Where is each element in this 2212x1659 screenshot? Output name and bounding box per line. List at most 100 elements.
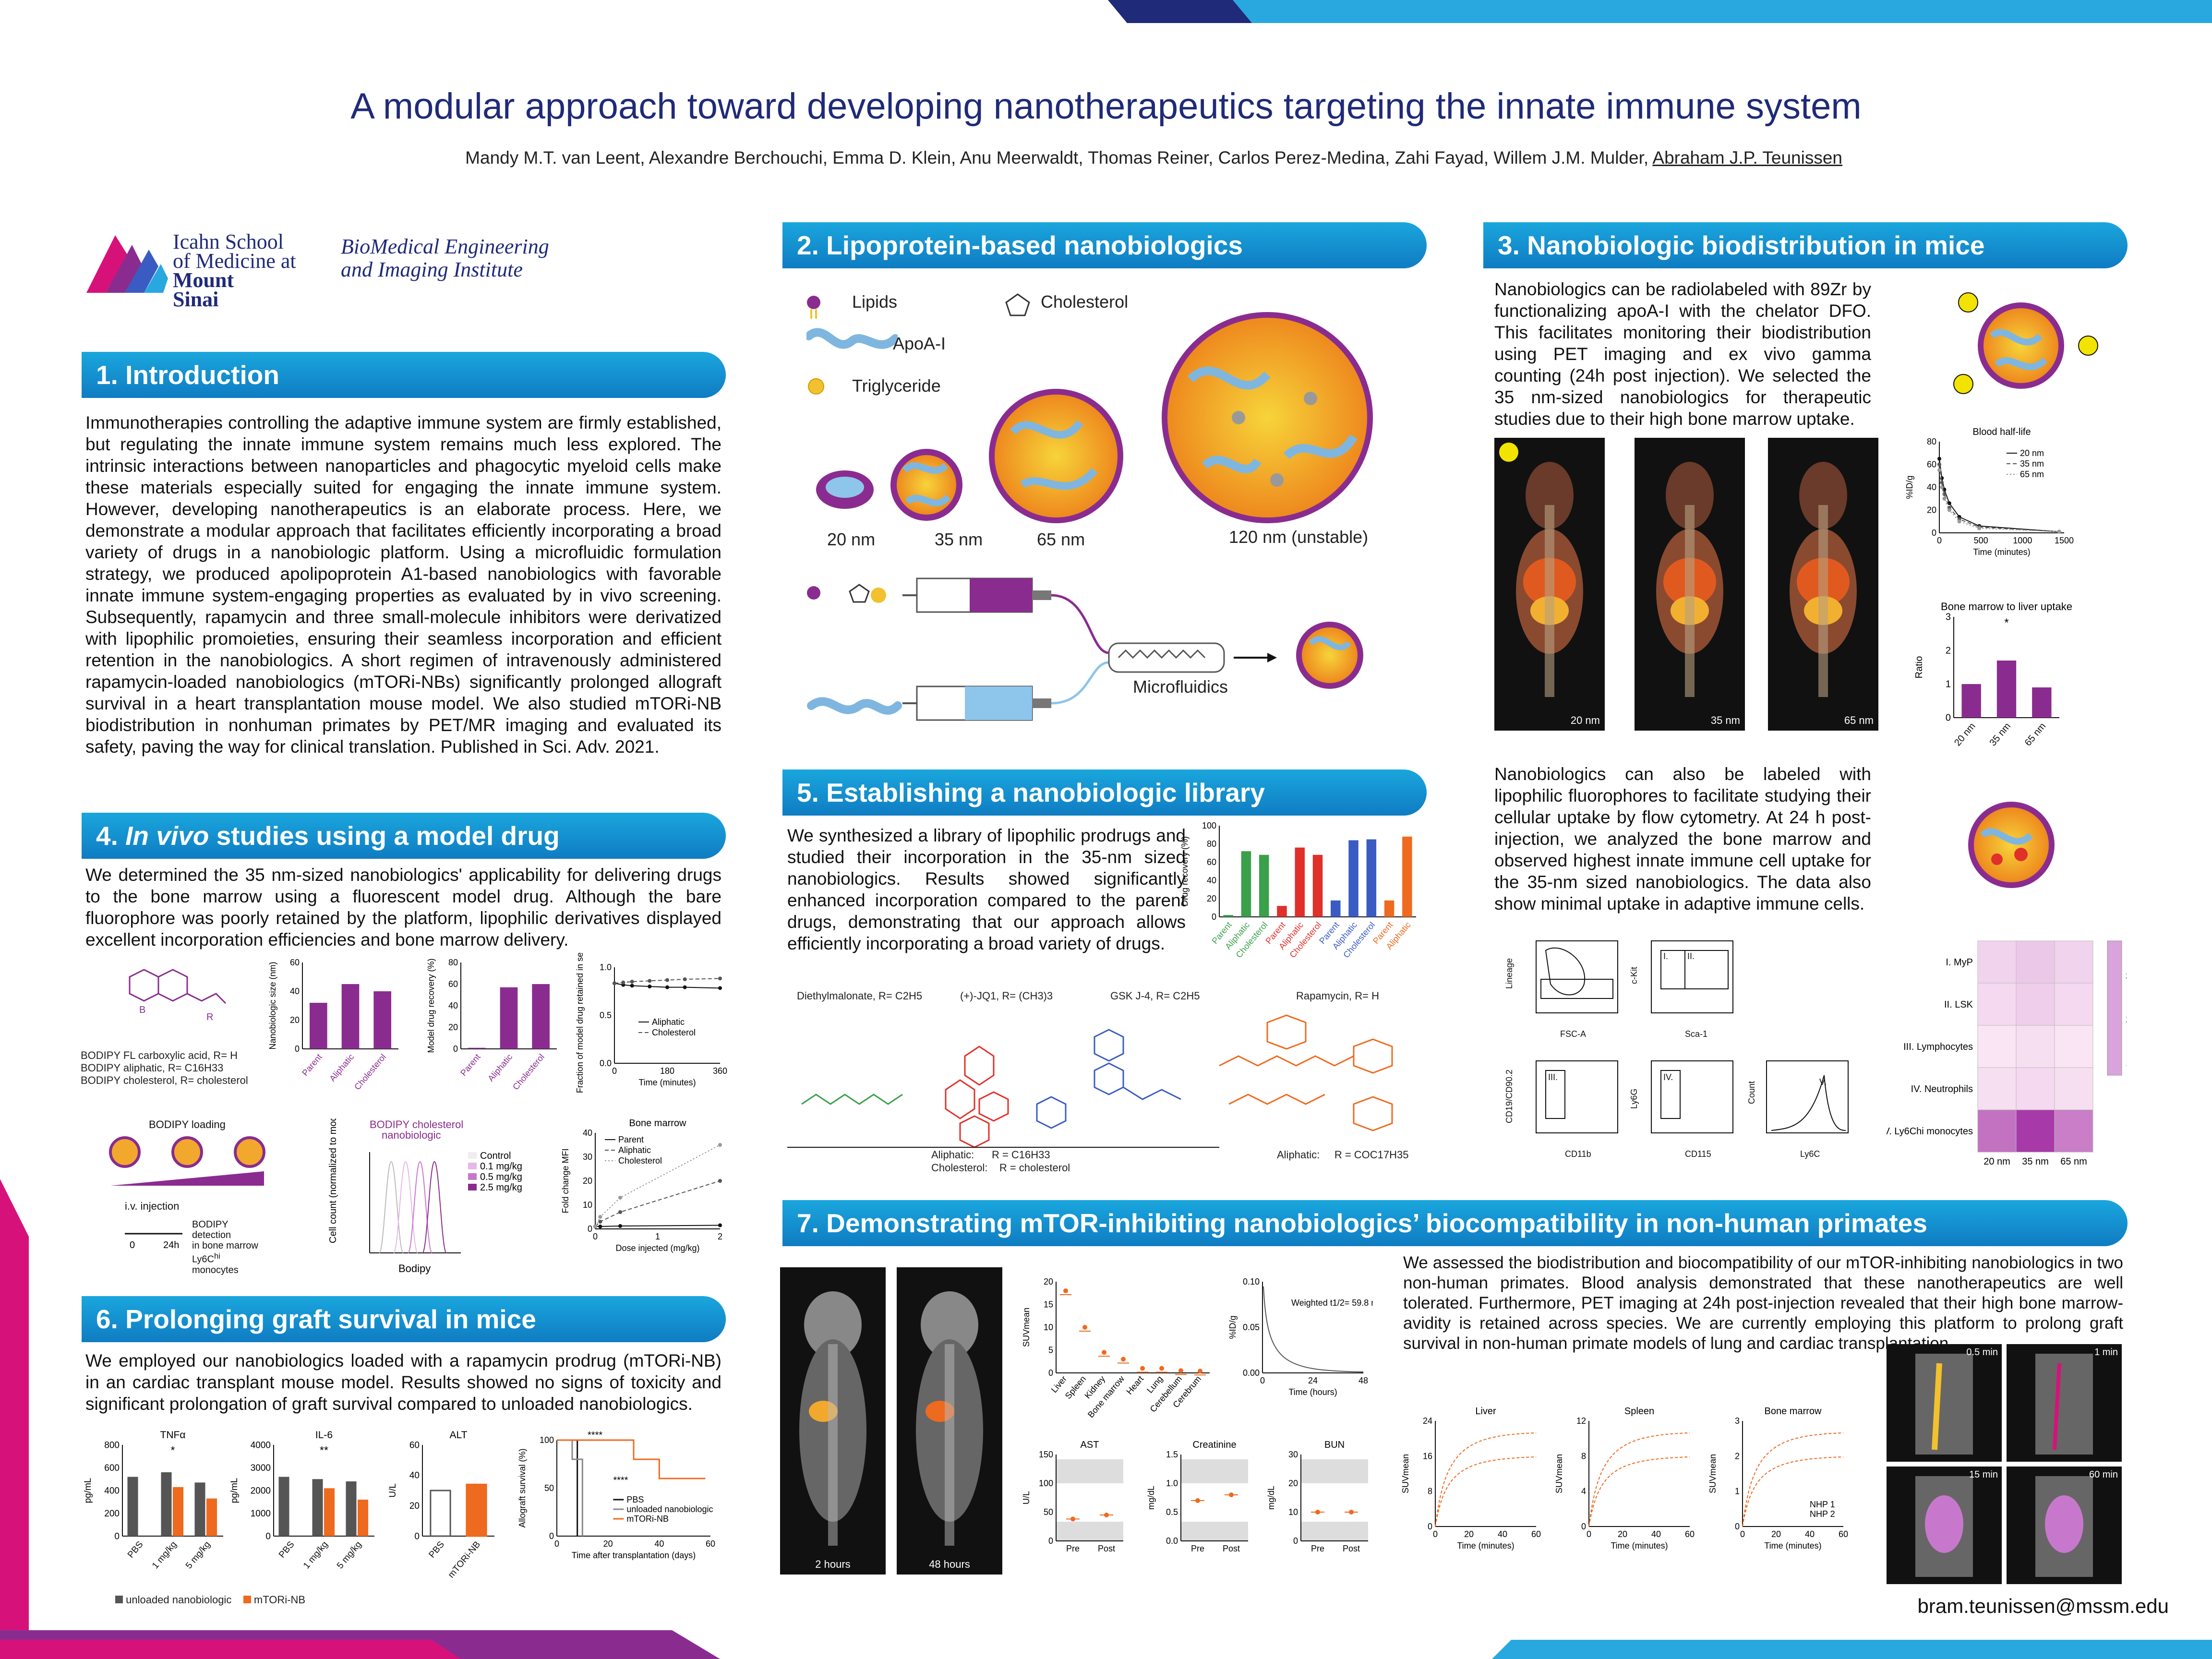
legend-label: mTORi-NB (626, 1514, 669, 1524)
y-tick-label: 8 (1428, 1487, 1432, 1496)
svg-text:B: B (139, 1005, 145, 1015)
heatmap-cell (1977, 1067, 2017, 1110)
y-tick-label: 80 (1927, 437, 1936, 446)
bar (161, 1472, 172, 1536)
section-7-banner: 7. Demonstrating mTOR-inhibiting nanobio… (782, 1200, 2128, 1246)
svg-text:24h: 24h (163, 1240, 179, 1250)
logo-line-2: of Medicine at (173, 249, 296, 273)
y-tick-label: 15 (1044, 1300, 1053, 1310)
y-tick-label: 12 (1576, 1416, 1586, 1426)
rapamycin-aliphatic: Aliphatic: R = COC17H35 (1277, 1149, 1409, 1161)
svg-text:R: R (206, 1012, 213, 1022)
x-tick-label: PBS (277, 1539, 297, 1560)
bar (358, 1500, 369, 1536)
radiation-icon (1953, 292, 2098, 394)
y-tick-label: 2000 (251, 1486, 271, 1496)
significance-marker: **** (588, 1430, 602, 1441)
bar (1996, 661, 2017, 718)
y-axis-label: %ID/g (1229, 1315, 1238, 1339)
x-tick-label: Post (1098, 1544, 1115, 1553)
y-tick-label: 0.05 (1243, 1322, 1260, 1332)
x-tick-label: 40 (1498, 1529, 1507, 1539)
nhp1-curve (1588, 1432, 1690, 1527)
y-tick-label: 20 (290, 1015, 300, 1025)
bar (1223, 915, 1233, 917)
svg-text:Sca-1: Sca-1 (1685, 1029, 1707, 1039)
bodipy-histogram: BODIPY cholesterol nanobiologic Bodipy C… (328, 1118, 522, 1274)
y-tick-label: 40 (290, 986, 300, 996)
data-point (1063, 1288, 1068, 1293)
nhp-label-2h: 2 hours (815, 1558, 851, 1570)
legend-label: PBS (626, 1495, 644, 1504)
pet-mouse-65nm: 65 nm (1768, 438, 1878, 731)
x-tick-label: Aliphatic (327, 1052, 356, 1083)
y-tick-label: 0 (265, 1531, 271, 1541)
y-axis-label: Drug recovery (%) (1181, 836, 1190, 906)
microfluidics-label: Microfluidics (1133, 677, 1228, 697)
cholesterol-icon (1005, 293, 1030, 316)
x-tick-label: 180 (660, 1066, 674, 1076)
heatmap-cell (2054, 983, 2093, 1026)
y-tick-label: 0 (453, 1044, 458, 1054)
nhp2-curve (1435, 1456, 1537, 1527)
svg-text:nanobiologic: nanobiologic (382, 1129, 441, 1141)
y-tick-label: 0.5 (600, 1010, 612, 1020)
y-axis-label: Fold change MFI (562, 1148, 570, 1213)
heatmap-cell (2016, 983, 2055, 1026)
section-3-body-2: Nanobiologics can also be labeled with l… (1494, 764, 1871, 914)
y-axis-label: SUVmean (1555, 1454, 1564, 1493)
y-tick-label: 100 (1202, 821, 1216, 830)
svg-text:Ly6G: Ly6G (1629, 1089, 1639, 1109)
corner-decoration-top (1108, 0, 2212, 23)
microfluidics-schematic (807, 577, 1363, 721)
pet-label-65: 65 nm (1844, 714, 1874, 726)
y-tick-label: 800 (104, 1440, 120, 1450)
y-tick-label: 1 (1735, 1487, 1740, 1496)
x-axis-label: Time (minutes) (1764, 1541, 1821, 1551)
reference-range-low (1056, 1522, 1123, 1541)
y-tick-label: 0.00 (1243, 1368, 1260, 1378)
size-label-20: 20 nm (827, 529, 876, 549)
legend-apoa1: ApoA-I (893, 334, 946, 353)
y-tick-label: 0 (114, 1531, 120, 1541)
y-tick-label: 0 (1946, 713, 1951, 723)
legend-unloaded: unloaded nanobiologic (126, 1594, 232, 1606)
significance-marker: ** (320, 1444, 328, 1456)
bar (532, 984, 550, 1049)
y-axis-label: Allograft survival (%) (518, 1448, 527, 1527)
bar (1348, 840, 1358, 917)
legend-label: Cholesterol (618, 1156, 662, 1166)
svg-text:Lineage: Lineage (1504, 958, 1514, 989)
significance-marker: * (171, 1444, 175, 1456)
series-line-mtori (557, 1439, 706, 1479)
contact-email[interactable]: bram.teunissen@mssm.edu (1917, 1595, 2169, 1617)
chart-title: Creatinine (1192, 1440, 1236, 1450)
x-tick-label: 0 (1937, 536, 1942, 545)
y-tick-label: 40 (1927, 482, 1936, 492)
nhp1-curve (1435, 1432, 1537, 1527)
heatmap-row-label: V. Ly6Chi monocytes (1887, 1126, 1973, 1137)
x-tick-label: 1 (655, 1232, 660, 1241)
y-axis-label: pg/mL (84, 1478, 93, 1503)
svg-text:CD11b: CD11b (1565, 1149, 1591, 1159)
lead-author: Abraham J.P. Teunissen (1652, 148, 1842, 168)
nhp-label-48h: 48 hours (929, 1558, 970, 1570)
x-tick-label: 40 (1805, 1529, 1815, 1539)
bodipy-structure: B R (129, 969, 227, 1022)
decay-curve (1263, 1286, 1364, 1372)
section-5-title: Establishing a nanobiologic library (826, 778, 1265, 807)
y-tick-label: 30 (1288, 1450, 1298, 1459)
x-axis-label: Time (minutes) (1973, 547, 2030, 557)
corner-decoration-bottom (0, 1179, 29, 1659)
y-tick-label: 1.5 (1166, 1450, 1178, 1459)
y-axis-label: U/L (1022, 1491, 1031, 1504)
dyn-label-05: 0.5 min (1966, 1347, 1998, 1358)
compound-rapamycin: Rapamycin, R= H (1296, 990, 1380, 1002)
section-1-title: Introduction (125, 360, 279, 390)
section-6-body: We employed our nanobiologics loaded wit… (85, 1351, 721, 1414)
institute-line-1: BioMedical Engineering (341, 235, 549, 258)
